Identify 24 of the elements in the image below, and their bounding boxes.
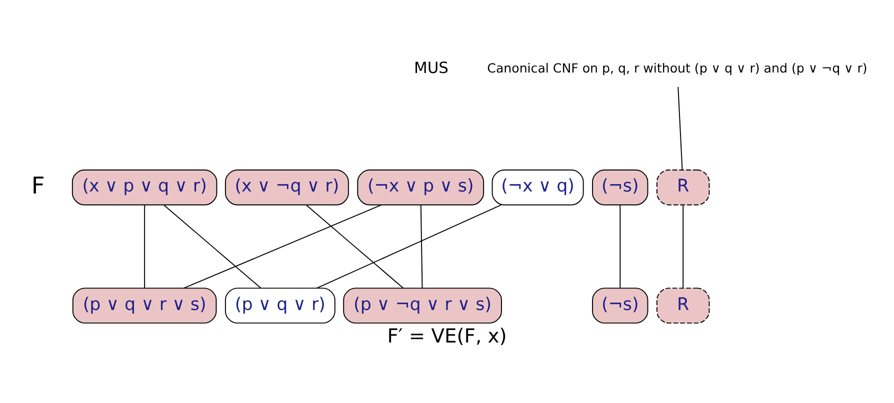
node-box: (x ∨ p ∨ q ∨ r) bbox=[72, 169, 218, 205]
connector bbox=[306, 204, 404, 288]
node-box: (p ∨ q ∨ r ∨ s) bbox=[72, 287, 217, 324]
node-box: (¬x ∨ p ∨ s) bbox=[357, 169, 484, 205]
connector bbox=[678, 86, 683, 170]
node-box: (¬s) bbox=[592, 169, 648, 205]
connector bbox=[316, 204, 502, 288]
label: F bbox=[31, 172, 45, 199]
connector bbox=[164, 204, 262, 288]
node-text: Canonical CNF on p, q, r without (p ∨ q ∨ r) and (p ∨ ¬q ∨ r) bbox=[487, 60, 868, 76]
node-box: (p ∨ q ∨ r) bbox=[224, 287, 336, 324]
node-box: (p ∨ ¬q ∨ r ∨ s) bbox=[343, 287, 502, 324]
connector bbox=[144, 204, 146, 288]
node-box: (¬s) bbox=[592, 287, 648, 324]
node-box: (x ∨ ¬q ∨ r) bbox=[224, 169, 349, 205]
connector bbox=[420, 204, 423, 288]
node-box: (¬x ∨ q) bbox=[492, 169, 584, 205]
caption: F′ = VE(F, x) bbox=[387, 324, 507, 347]
connector bbox=[682, 204, 684, 288]
connector bbox=[183, 204, 382, 288]
node-box: R bbox=[656, 169, 710, 205]
node-box: R bbox=[656, 287, 710, 324]
connector bbox=[620, 204, 621, 288]
label: MUS bbox=[414, 58, 449, 76]
